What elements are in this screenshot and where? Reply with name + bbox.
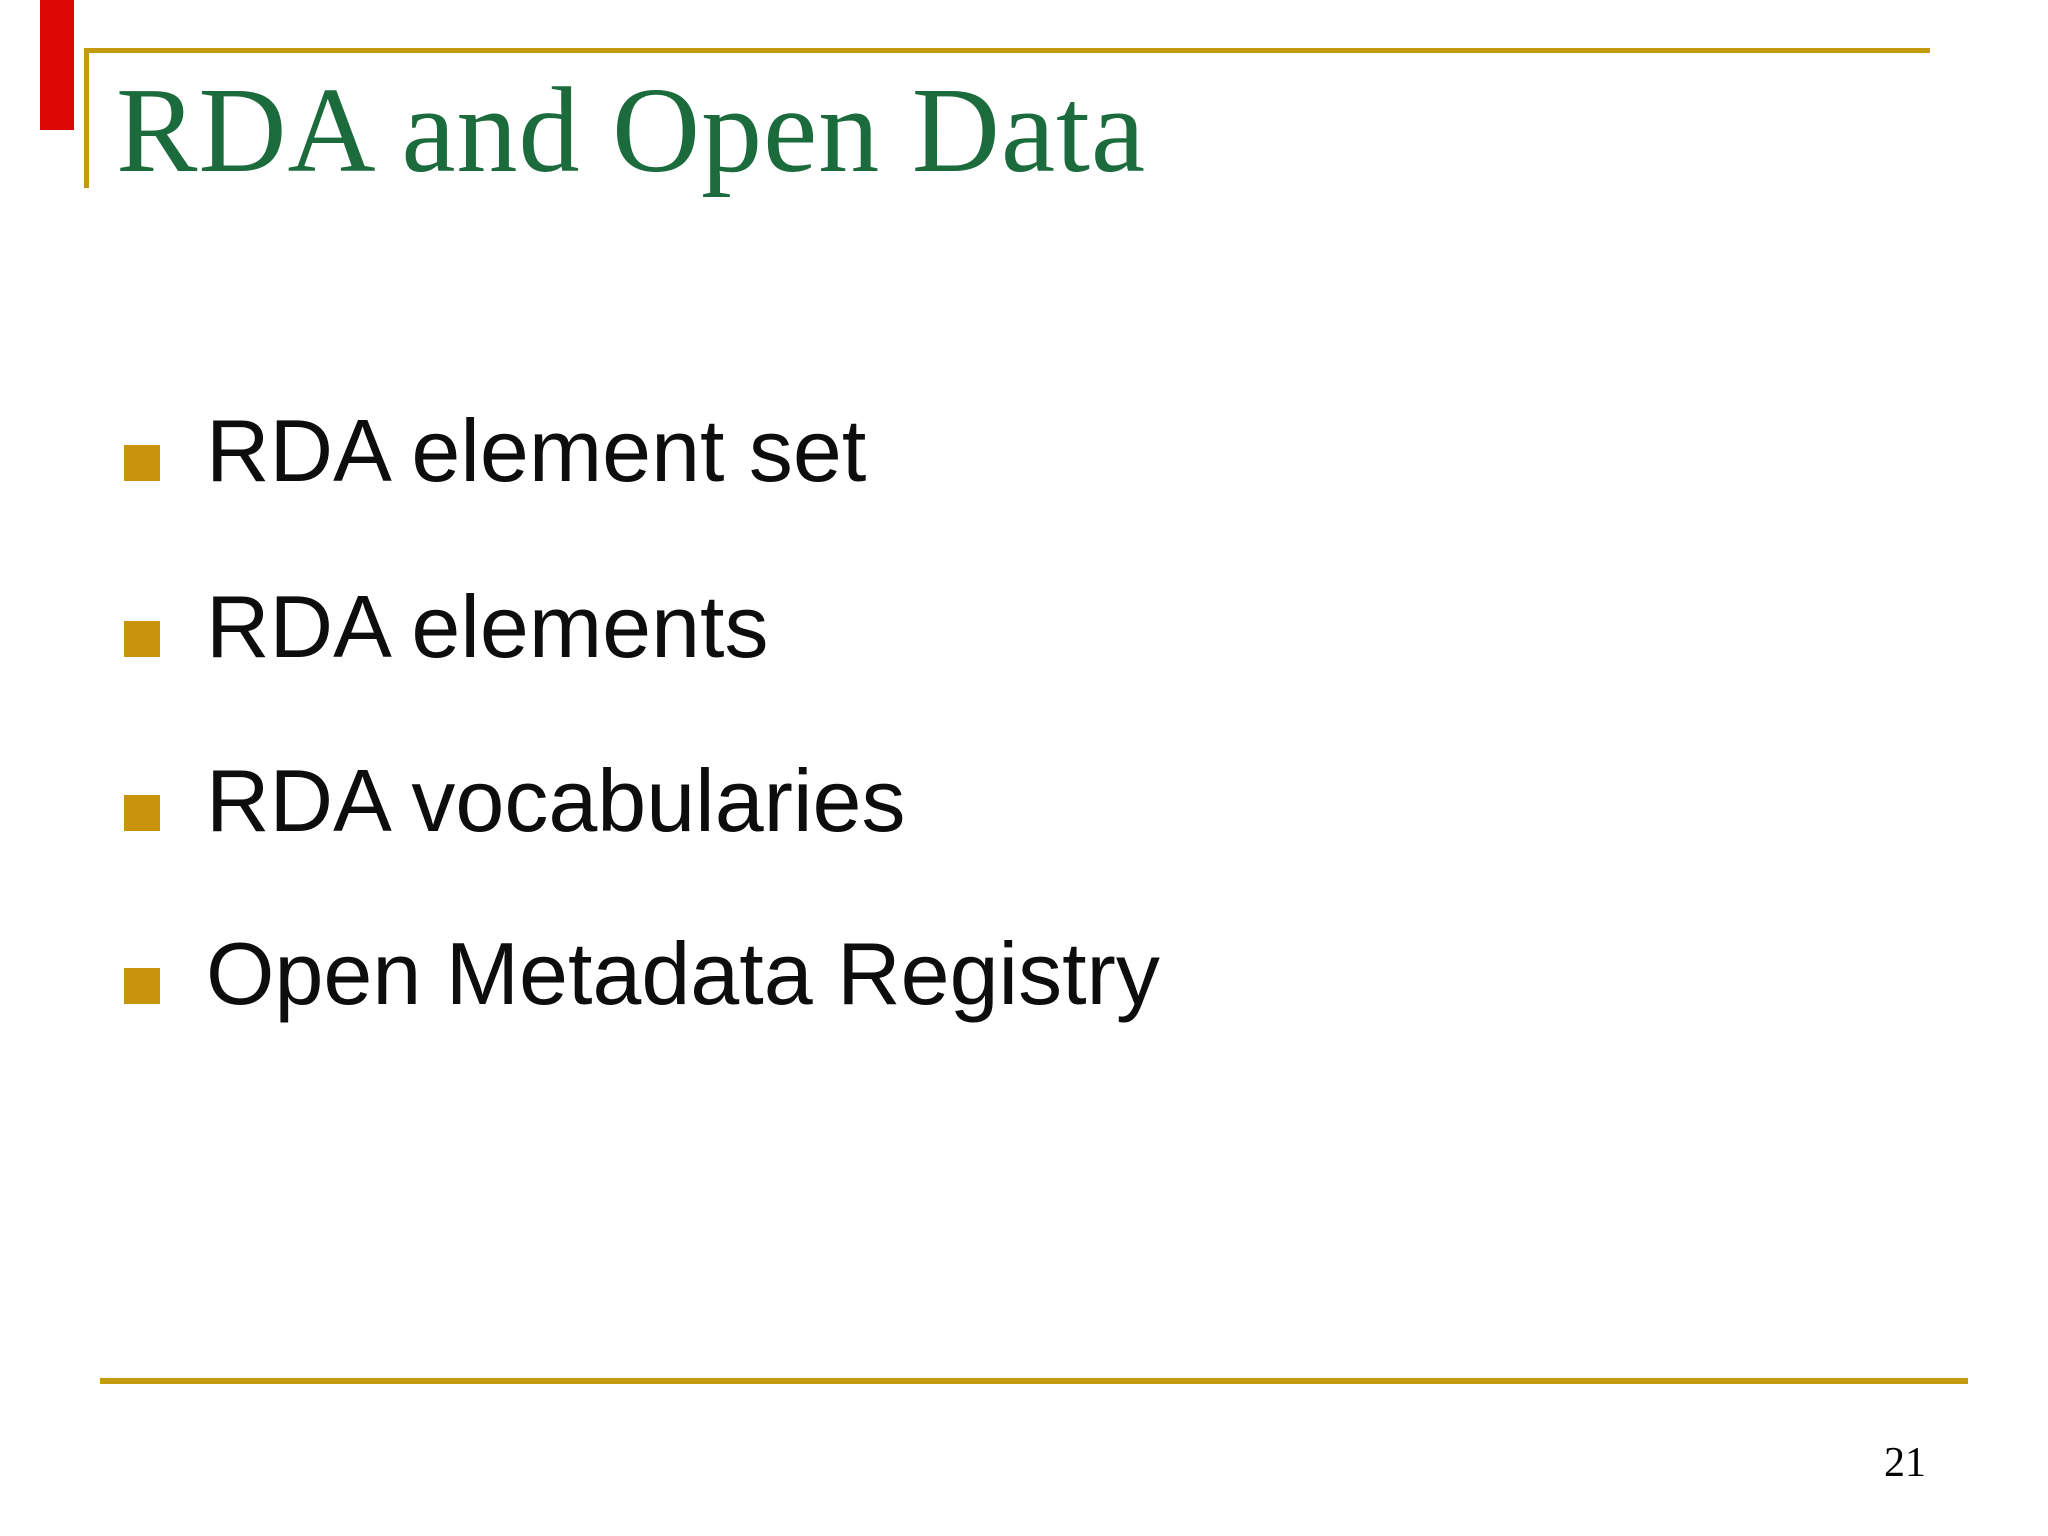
page-number: 21 [1884,1440,1926,1486]
page-title: RDA and Open Data [116,63,1147,198]
bullet-square-icon [124,968,160,1004]
bullet-label: RDA element set [206,401,867,500]
list-item: RDA elements [124,583,768,671]
bullet-label: Open Metadata Registry [206,924,1160,1023]
top-border-line [84,48,1930,53]
left-border-line [84,48,89,188]
red-accent-bar [40,0,74,130]
bullet-square-icon [124,445,160,481]
bullet-label: RDA elements [206,577,769,676]
bullet-square-icon [124,621,160,657]
list-item: Open Metadata Registry [124,930,1160,1018]
list-item: RDA element set [124,407,866,495]
bullet-square-icon [124,795,160,831]
list-item: RDA vocabularies [124,757,905,845]
bottom-border-line [100,1378,1968,1384]
bullet-label: RDA vocabularies [206,751,906,850]
